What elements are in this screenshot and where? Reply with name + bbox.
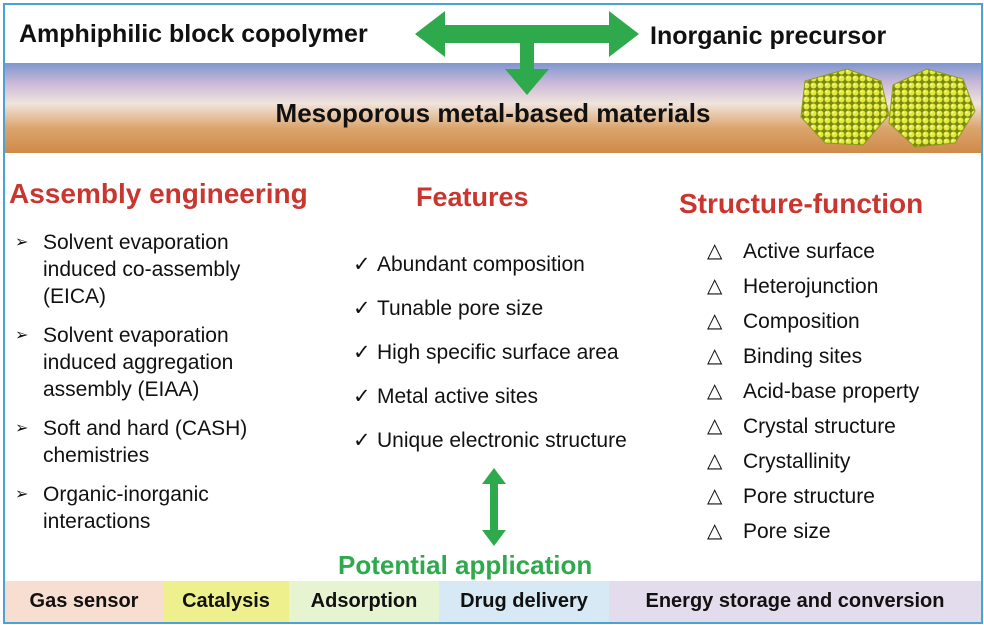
assembly-item-line: chemistries xyxy=(43,444,150,467)
structure-item: △ Pore structure xyxy=(707,483,977,510)
structure-list: △ Active surface △ Heterojunction △ Compositi… xyxy=(707,238,977,553)
bullet-icon: ➢ xyxy=(15,420,29,437)
figure-frame: Amphiphilic block copolymer Inorganic pr… xyxy=(3,3,983,624)
feature-item-label: Unique electronic structure xyxy=(377,429,627,452)
feature-item: ✓ Unique electronic structure xyxy=(353,427,673,454)
feature-item: ✓ Tunable pore size xyxy=(353,295,673,322)
assembly-item-line: induced co-assembly xyxy=(43,258,241,281)
structure-item: △ Composition xyxy=(707,308,977,335)
assembly-item: ➢ Soft and hard (CASH) chemistries xyxy=(15,415,345,469)
arrow-down xyxy=(505,41,549,95)
bullet-icon: △ xyxy=(707,520,723,542)
structure-item: △ Crystal structure xyxy=(707,413,977,440)
feature-item-label: Abundant composition xyxy=(377,253,585,276)
structure-item-label: Acid-base property xyxy=(743,380,920,403)
bullet-icon: △ xyxy=(707,415,723,437)
application-item: Gas sensor xyxy=(5,581,163,622)
bullet-icon: ✓ xyxy=(353,341,371,364)
assembly-item-line: induced aggregation xyxy=(43,351,234,374)
feature-item: ✓ Metal active sites xyxy=(353,383,673,410)
structure-item-label: Binding sites xyxy=(743,345,863,368)
structure-item-label: Active surface xyxy=(743,240,875,263)
structure-item-label: Crystallinity xyxy=(743,450,851,473)
assembly-heading: Assembly engineering xyxy=(9,178,308,209)
assembly-item-line: assembly (EIAA) xyxy=(43,378,200,401)
bullet-icon: ➢ xyxy=(15,234,29,251)
assembly-item-line: Solvent evaporation xyxy=(43,324,229,347)
structure-item-label: Crystal structure xyxy=(743,415,896,438)
structure-item: △ Pore size xyxy=(707,518,977,545)
bullet-icon: △ xyxy=(707,485,723,507)
structure-item: △ Acid-base property xyxy=(707,378,977,405)
feature-item: ✓ Abundant composition xyxy=(353,251,673,278)
bullet-icon: △ xyxy=(707,345,723,367)
structure-item-label: Pore size xyxy=(743,520,831,543)
double-arrow-horizontal xyxy=(415,11,639,57)
assembly-item-line: (EICA) xyxy=(43,285,106,308)
structure-item-label: Composition xyxy=(743,310,860,333)
structure-item-label: Pore structure xyxy=(743,485,875,508)
nanoparticle-cluster xyxy=(800,68,976,148)
bullet-icon: △ xyxy=(707,240,723,262)
top-arrows-graphic xyxy=(415,11,976,148)
bullet-icon: ✓ xyxy=(353,385,371,408)
bullet-icon: ➢ xyxy=(15,486,29,503)
bullet-icon: ➢ xyxy=(15,327,29,344)
assembly-item: ➢ Solvent evaporation induced co-assembly (… xyxy=(15,229,345,310)
structure-item: △ Crystallinity xyxy=(707,448,977,475)
structure-item-label: Heterojunction xyxy=(743,275,879,298)
feature-item-label: Tunable pore size xyxy=(377,297,544,320)
structure-item: △ Binding sites xyxy=(707,343,977,370)
bullet-icon: ✓ xyxy=(353,297,371,320)
assembly-list: ➢ Solvent evaporation induced co-assembly (… xyxy=(15,229,345,547)
features-heading: Features xyxy=(416,182,529,212)
application-item: Drug delivery xyxy=(439,581,609,622)
assembly-item: ➢ Organic-inorganic interactions xyxy=(15,481,345,535)
bullet-icon: ✓ xyxy=(353,429,371,452)
materials-title: Mesoporous metal-based materials xyxy=(275,98,711,128)
assembly-item-line: Soft and hard (CASH) xyxy=(43,417,248,440)
bullet-icon: △ xyxy=(707,275,723,297)
precursor-label: Inorganic precursor xyxy=(650,22,887,50)
feature-item: ✓ High specific surface area xyxy=(353,339,673,366)
feature-item-label: High specific surface area xyxy=(377,341,619,364)
application-item: Catalysis xyxy=(163,581,289,622)
structure-heading: Structure-function xyxy=(679,188,924,219)
application-item: Energy storage and conversion xyxy=(609,581,981,622)
bullet-icon: △ xyxy=(707,310,723,332)
features-list: ✓Abundant composition✓Tunable pore size✓… xyxy=(353,251,673,471)
structure-item: △ Active surface xyxy=(707,238,977,265)
assembly-item-line: Organic-inorganic xyxy=(43,483,209,506)
bullet-icon: ✓ xyxy=(353,253,371,276)
feature-item-label: Metal active sites xyxy=(377,385,539,408)
double-arrow-vertical xyxy=(482,468,506,546)
copolymer-label: Amphiphilic block copolymer xyxy=(19,20,368,48)
structure-item: △ Heterojunction xyxy=(707,273,977,300)
application-title: Potential application xyxy=(338,550,593,580)
application-item: Adsorption xyxy=(289,581,439,622)
bullet-icon: △ xyxy=(707,380,723,402)
assembly-item-line: interactions xyxy=(43,510,151,533)
bullet-icon: △ xyxy=(707,450,723,472)
assembly-item: ➢ Solvent evaporation induced aggregation a… xyxy=(15,322,345,403)
assembly-item-line: Solvent evaporation xyxy=(43,231,229,254)
